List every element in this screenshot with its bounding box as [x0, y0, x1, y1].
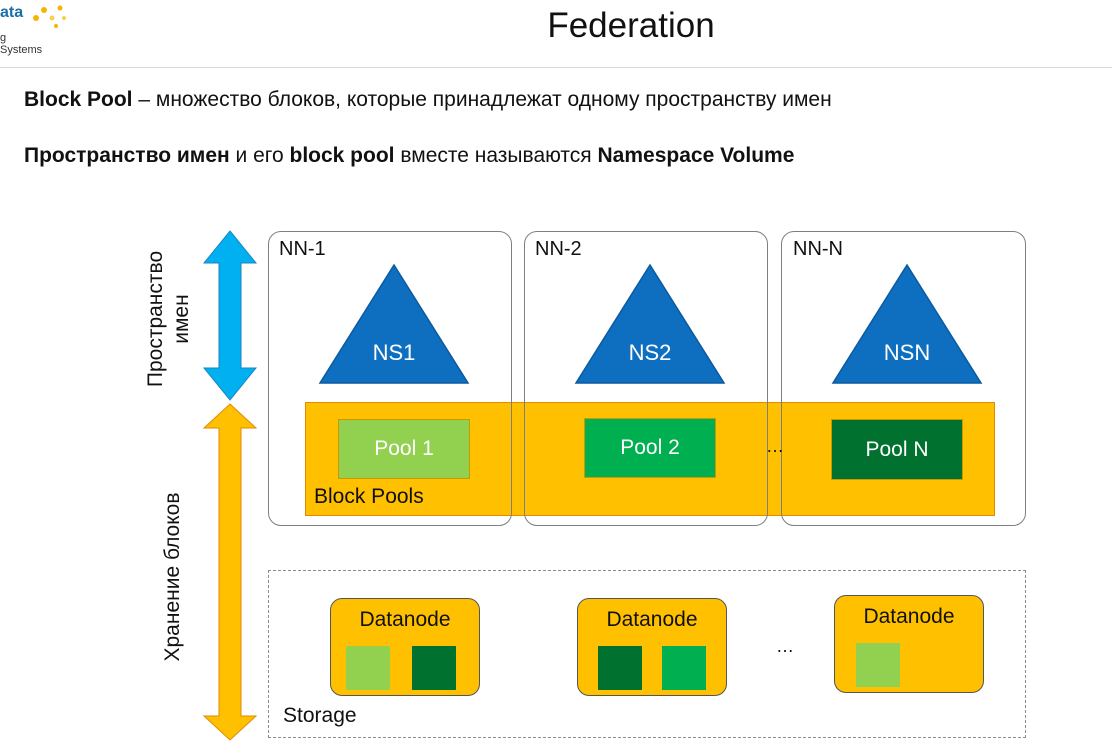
- datanode-label: Datanode: [863, 605, 955, 628]
- axis-arrows: [202, 230, 258, 741]
- block-square: [346, 646, 390, 690]
- header-divider: [0, 67, 1112, 68]
- pools-ellipsis: …: [766, 436, 784, 456]
- logo-dots-icon: [33, 5, 66, 28]
- definition-text: – множество блоков, которые принадлежат …: [132, 88, 832, 111]
- namenode-box: [268, 231, 512, 526]
- namenode-label: NN-2: [535, 238, 582, 260]
- namespace-label: NSN: [883, 340, 931, 365]
- namespace-triangle-icon: [574, 263, 726, 384]
- term-block-pool-lower: block pool: [289, 144, 395, 167]
- pool-box: Pool N: [831, 419, 963, 480]
- axis-label-storage: Хранение блоков: [161, 492, 184, 662]
- storage-box: [268, 570, 1026, 738]
- block-square: [598, 646, 642, 690]
- pool-box: Pool 2: [584, 418, 716, 478]
- definition-block-pool: Block Pool – множество блоков, которые п…: [24, 88, 832, 112]
- namespace-triangle-icon: [831, 263, 983, 384]
- text-part-1: и его: [229, 144, 290, 167]
- namespace-label: NS1: [372, 340, 416, 365]
- definition-namespace-volume: Пространство имен и его block pool вмест…: [24, 144, 794, 168]
- namenode-label: NN-1: [279, 238, 326, 260]
- datanode-label: Datanode: [359, 608, 451, 631]
- storage-arrow: [202, 403, 258, 741]
- logo-text: ata: [0, 4, 24, 21]
- axis-label-namespace-line1: Пространство: [144, 250, 167, 388]
- block-square: [856, 643, 900, 687]
- text-part-2: вместе называются: [394, 144, 598, 167]
- storage-label: Storage: [283, 704, 357, 727]
- block-square: [412, 646, 456, 690]
- datanodes-ellipsis: …: [776, 636, 794, 656]
- axis-label-namespace: Пространство имен: [143, 249, 199, 389]
- pool-box: Pool 1: [338, 419, 470, 479]
- page-title: Federation: [0, 6, 1112, 46]
- namenode-label: NN-N: [793, 238, 843, 260]
- namenode-box: [524, 231, 768, 526]
- namenode-box: [781, 231, 1026, 526]
- axis-label-namespace-line2: имен: [170, 294, 193, 344]
- namespace-arrow: [202, 230, 258, 401]
- namespace-label: NS2: [628, 340, 672, 365]
- datanode-label: Datanode: [606, 608, 698, 631]
- namespace-triangle-icon: [318, 263, 470, 384]
- page-title-text: Federation: [547, 6, 715, 45]
- logo-subtitle: g Systems: [0, 32, 43, 56]
- term-namespace: Пространство имен: [24, 144, 230, 167]
- block-square: [662, 646, 706, 690]
- block-pools-label: Block Pools: [314, 485, 424, 508]
- term-block-pool: Block Pool: [24, 88, 133, 111]
- term-namespace-volume: Namespace Volume: [597, 144, 795, 167]
